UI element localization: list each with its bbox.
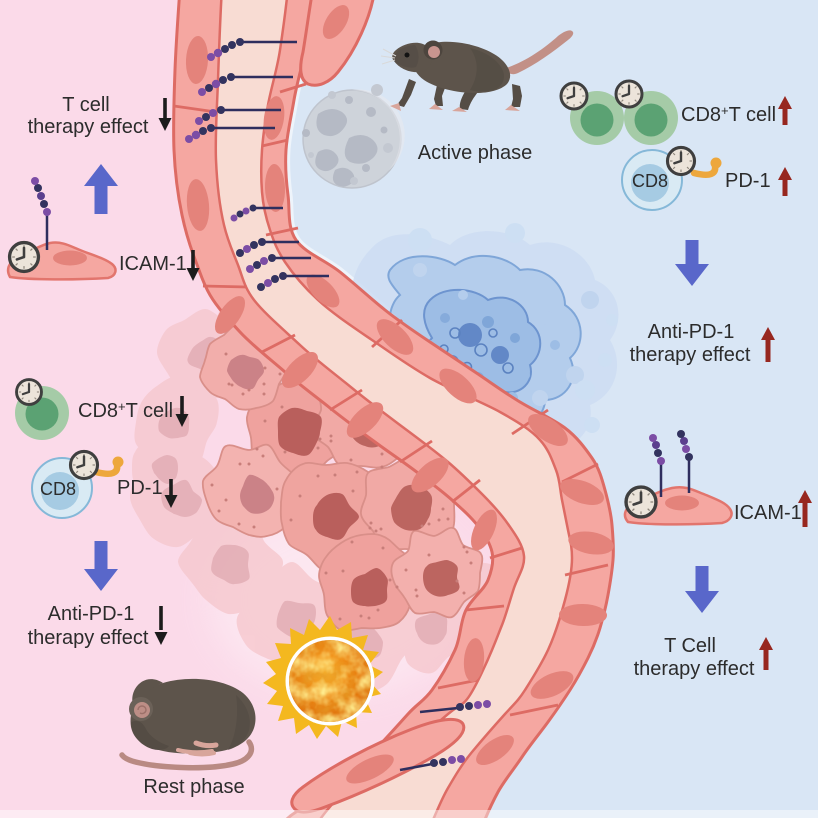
svg-text:ICAM-1: ICAM-1 <box>734 502 802 524</box>
svg-text:T Cell: T Cell <box>664 635 716 657</box>
svg-text:CD8: CD8 <box>40 479 76 499</box>
svg-text:Anti-PD-1: Anti-PD-1 <box>48 603 135 625</box>
svg-text:ICAM-1: ICAM-1 <box>119 253 187 275</box>
svg-text:CD8+T cell: CD8+T cell <box>78 399 173 422</box>
svg-text:T cell: T cell <box>62 94 109 116</box>
svg-text:therapy effect: therapy effect <box>634 658 755 680</box>
svg-text:Anti-PD-1: Anti-PD-1 <box>648 321 735 343</box>
svg-text:PD-1: PD-1 <box>725 170 771 192</box>
svg-text:therapy effect: therapy effect <box>630 344 751 366</box>
svg-text:Active phase: Active phase <box>418 142 533 164</box>
svg-text:CD8+T cell: CD8+T cell <box>681 103 776 126</box>
svg-text:CD8: CD8 <box>632 171 668 191</box>
svg-text:therapy effect: therapy effect <box>28 116 149 138</box>
svg-text:PD-1: PD-1 <box>117 477 163 499</box>
svg-text:therapy effect: therapy effect <box>28 627 149 649</box>
svg-text:Rest phase: Rest phase <box>143 776 244 798</box>
